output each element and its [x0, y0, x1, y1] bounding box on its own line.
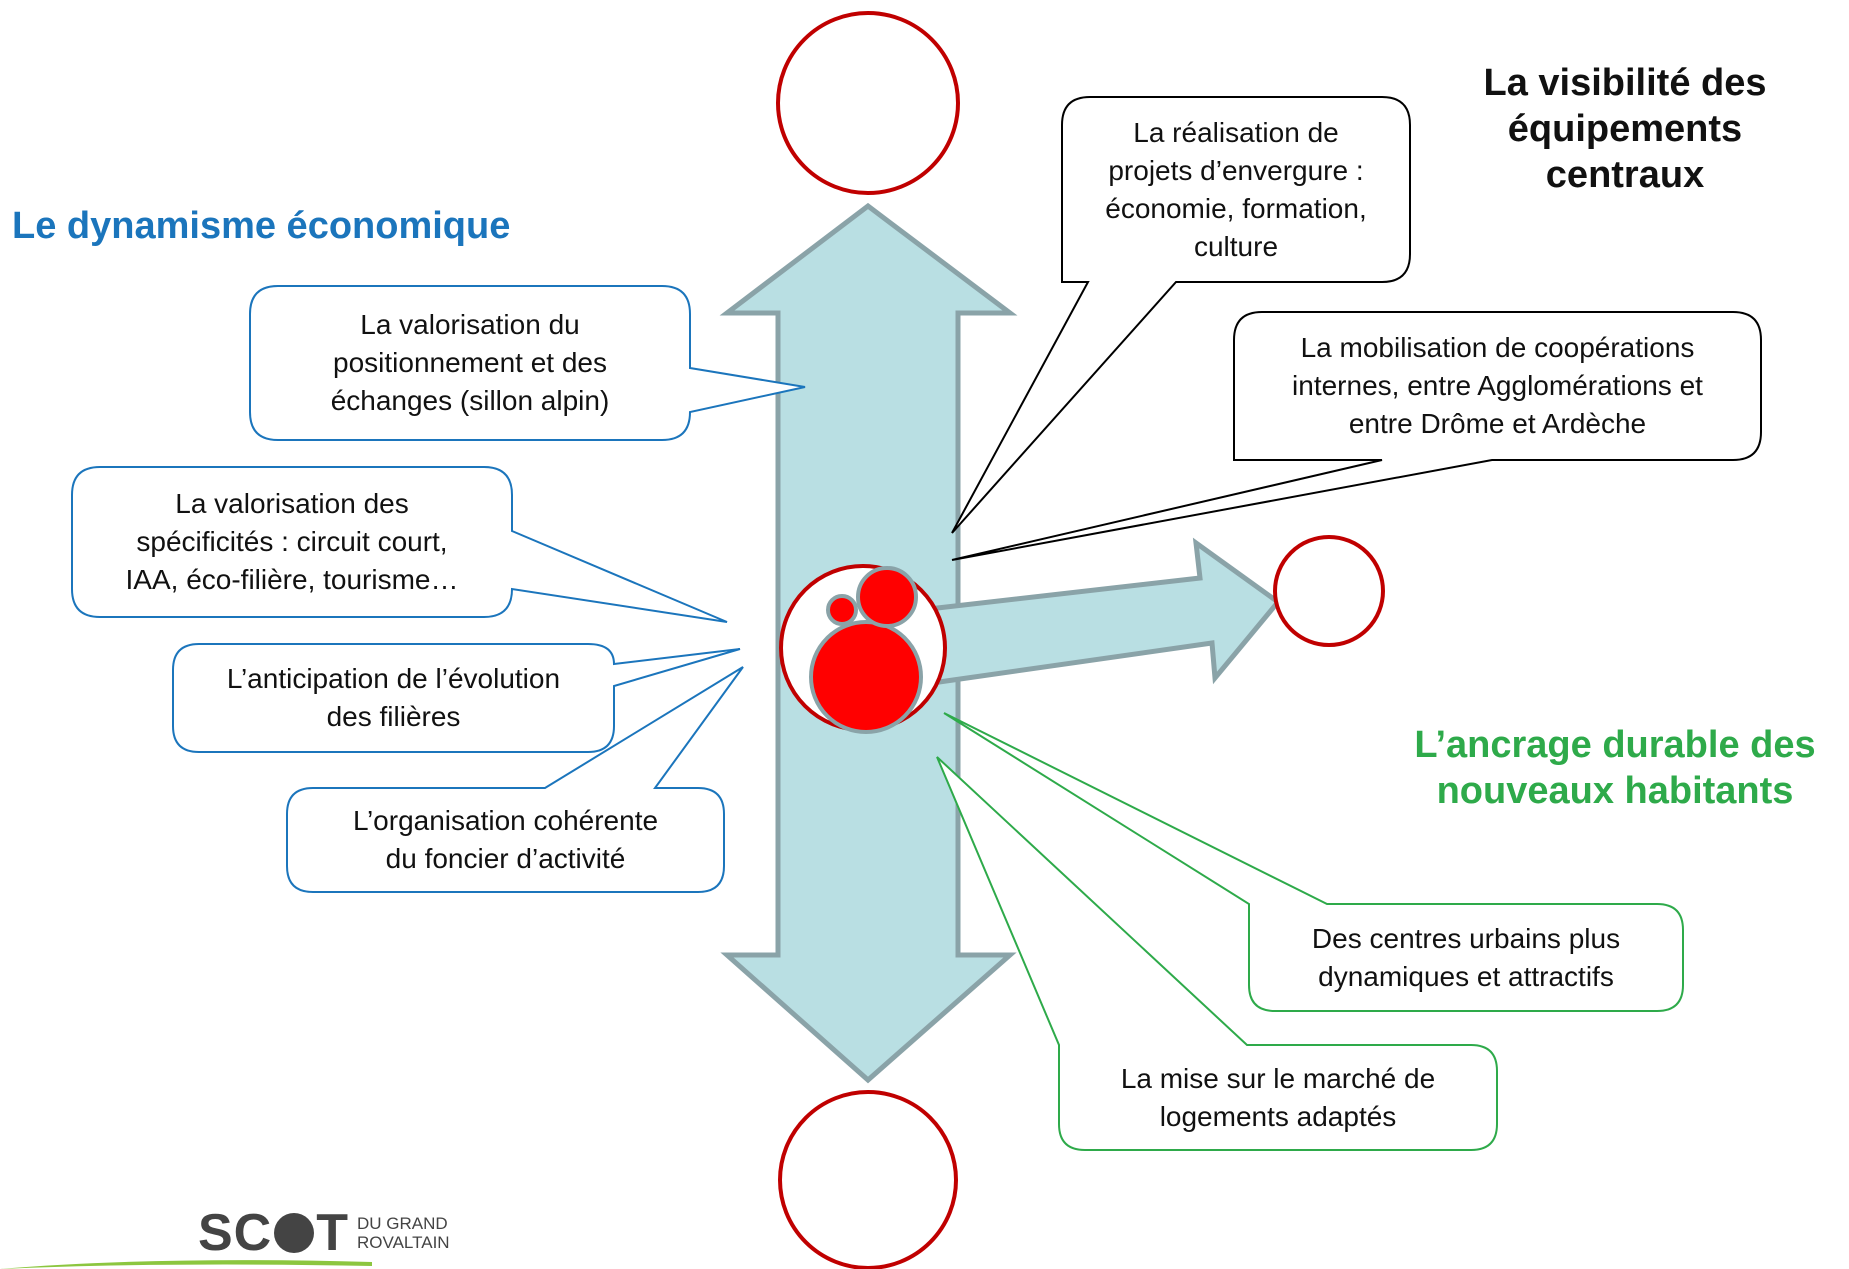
text-mobilisation: La mobilisation de coopérations internes…: [1234, 312, 1761, 460]
logo-underline: [0, 1260, 372, 1269]
heading-visibilite-line3: centraux: [1545, 154, 1705, 196]
heading-dynamisme: Le dynamisme économique: [12, 205, 511, 247]
text-specificites-line1: La valorisation des: [175, 488, 409, 519]
text-centres-line2: dynamiques et attractifs: [1318, 960, 1614, 992]
logo-subtitle: DU GRAND ROVALTAIN: [357, 1214, 450, 1252]
logo-text-t: T: [316, 1204, 350, 1262]
heading-visibilite-line1: La visibilité des: [1483, 62, 1767, 104]
text-anticipation-line1: L’anticipation de l’évolution: [226, 663, 561, 694]
center-bubble-medium: [856, 566, 918, 628]
text-organisation-line1: L’organisation cohérente: [352, 805, 659, 836]
text-positionnement-line2: positionnement et des: [333, 347, 607, 378]
text-organisation: L’organisation cohérente du foncier d’ac…: [287, 790, 724, 890]
heading-ancrage-line2: nouveaux habitants: [1436, 770, 1794, 812]
callout-positionnement: [249, 285, 806, 441]
text-positionnement-line1: La valorisation du: [360, 309, 580, 340]
callout-anticipation: [172, 643, 741, 753]
heading-visibilite: La visibilité des équipements centraux: [1440, 60, 1810, 198]
text-centres: Des centres urbains plus dynamiques et a…: [1249, 906, 1683, 1009]
text-mobilisation-line3: entre Drôme et Ardèche: [1348, 408, 1647, 439]
logo-subtitle-line2: ROVALTAIN: [357, 1233, 450, 1252]
text-mobilisation-line1: La mobilisation de coopérations: [1300, 332, 1695, 363]
right-circle: [1273, 535, 1385, 647]
heading-ancrage: L’ancrage durable des nouveaux habitants: [1385, 722, 1845, 814]
callout-mobilisation: [951, 311, 1762, 561]
text-logements-line2: logements adaptés: [1159, 1100, 1397, 1132]
text-organisation-line2: du foncier d’activité: [385, 843, 626, 874]
text-realisation-line1: La réalisation de: [1133, 117, 1339, 148]
text-positionnement-line3: échanges (sillon alpin): [330, 385, 610, 416]
text-logements: La mise sur le marché de logements adapt…: [1059, 1047, 1497, 1148]
text-anticipation-line2: des filières: [326, 701, 461, 732]
text-specificites-line2: spécificités : circuit court,: [136, 526, 448, 557]
text-realisation-line2: projets d’envergure :: [1108, 155, 1364, 186]
text-positionnement: La valorisation du positionnement et des…: [250, 288, 690, 438]
top-circle: [776, 11, 960, 195]
text-specificites: La valorisation des spécificités : circu…: [72, 469, 512, 615]
logo-text-sc: SC: [198, 1204, 273, 1262]
text-realisation: La réalisation de projets d’envergure : …: [1062, 100, 1410, 280]
text-realisation-line4: culture: [1193, 231, 1279, 262]
callout-specificites: [71, 466, 728, 623]
text-centres-line1: Des centres urbains plus: [1311, 922, 1621, 954]
text-realisation-line3: économie, formation,: [1105, 193, 1367, 224]
callout-logements: [936, 756, 1498, 1151]
text-anticipation: L’anticipation de l’évolution des filièr…: [173, 646, 614, 750]
bottom-circle: [778, 1090, 958, 1269]
text-specificites-line3: IAA, éco-filière, tourisme…: [125, 564, 459, 595]
scot-logo: SC T DU GRAND ROVALTAIN: [198, 1203, 450, 1263]
logo-subtitle-line1: DU GRAND: [357, 1214, 448, 1233]
text-mobilisation-line2: internes, entre Agglomérations et: [1292, 370, 1703, 401]
heading-ancrage-line1: L’ancrage durable des: [1414, 724, 1816, 766]
callout-realisation: [951, 96, 1411, 534]
center-bubble-large: [809, 620, 923, 734]
logo-wordmark: SC T: [198, 1203, 349, 1263]
callout-organisation: [286, 666, 744, 893]
right-arrow: [917, 537, 1282, 686]
logo-o-icon: [274, 1213, 315, 1253]
heading-visibilite-line2: équipements: [1507, 108, 1743, 150]
center-bubble-small: [826, 594, 858, 626]
callout-centres: [943, 712, 1684, 1012]
text-logements-line1: La mise sur le marché de: [1120, 1062, 1436, 1094]
